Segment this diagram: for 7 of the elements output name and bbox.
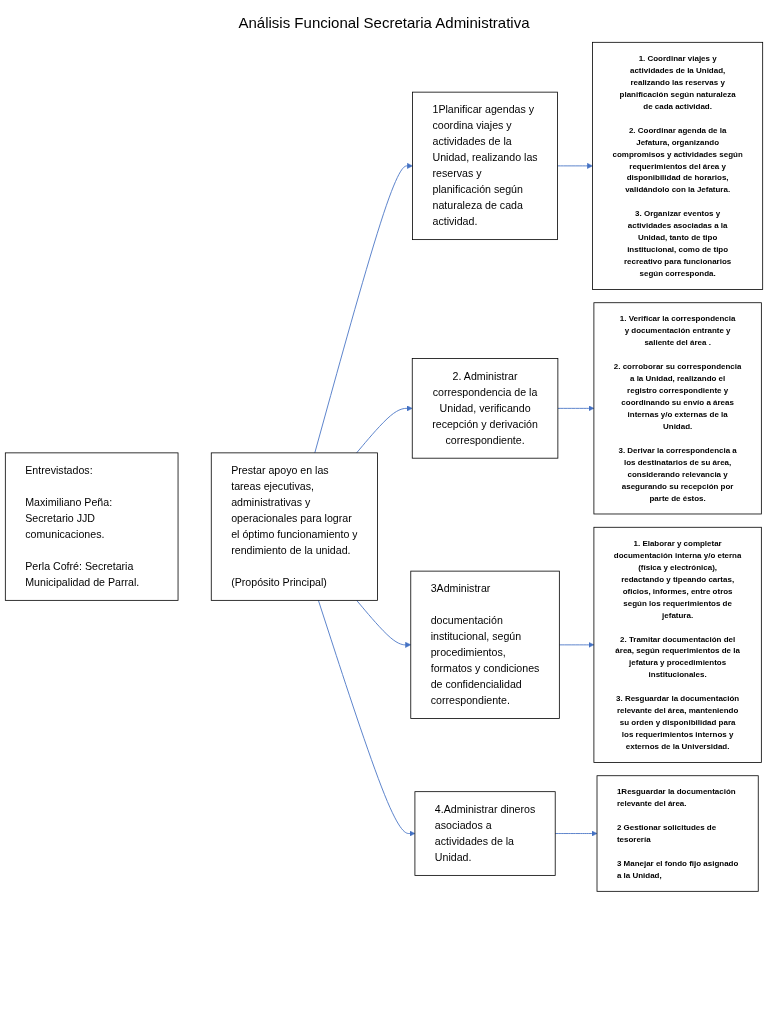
node-box: Prestar apoyo en las tareas ejecutivas, administrativas y operacionales para lograr el óptimo funcionamiento y rendimiento de la unidad. (Propósito Principal) xyxy=(210,452,378,601)
node-box: 1Planificar agendas y coordina viajes y actividades de la Unidad, realizando las reservas y planificación según naturaleza de cada actividad. xyxy=(412,91,558,240)
node-box: 3Administrar documentación institucional, según procedimientos, formatos y condiciones de confidencialidad correspondiente. xyxy=(410,570,560,719)
node-box: 4.Administrar dineros asociados a actividades de la Unidad. xyxy=(414,791,556,876)
node-box: 2. Administrar correspondencia de la Unidad, verificando recepción y derivación correspondiente. xyxy=(411,358,559,459)
diagram-title: Análisis Funcional Secretaria Administrativa xyxy=(237,14,531,31)
node-box: Entrevistados: Maximiliano Peña: Secretario JJD comunicaciones. Perla Cofré: Secretaria Municipalidad de Parral. xyxy=(4,452,179,601)
